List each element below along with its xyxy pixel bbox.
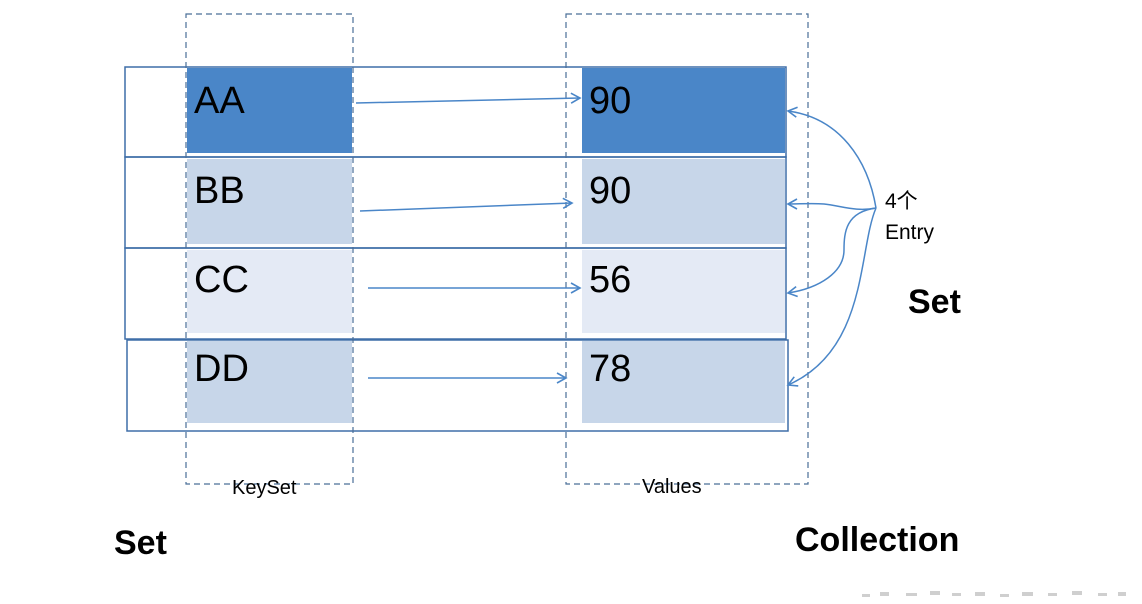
arrow-key1-to-value1 <box>355 92 582 104</box>
value-text-1: 90 <box>589 80 631 122</box>
watermark <box>862 591 1126 597</box>
entry-arrow-3 <box>786 207 877 298</box>
cells-group <box>187 68 785 423</box>
value-cell-3 <box>582 250 785 333</box>
value-text-4: 78 <box>589 348 631 390</box>
value-text-2: 90 <box>589 170 631 212</box>
key-text-2: BB <box>194 170 245 212</box>
keyset-type-label: Set <box>114 524 167 562</box>
key-cell-3 <box>187 250 352 333</box>
values-box <box>565 13 809 485</box>
entry-arrow-1 <box>786 106 877 209</box>
arrow-key2-to-value2 <box>359 197 574 212</box>
mapping-arrows <box>355 92 582 384</box>
key-cell-4 <box>187 341 352 423</box>
entry-set-type-label: Set <box>908 283 961 321</box>
keyset-label: KeySet <box>232 477 297 499</box>
cell-texts: AA 90 BB 90 CC 56 DD 78 <box>194 80 631 390</box>
value-cell-1 <box>582 68 785 153</box>
entry-arrow-2 <box>786 198 877 211</box>
value-text-3: 56 <box>589 259 631 301</box>
entry-arrows <box>786 106 877 387</box>
values-label: Values <box>642 476 702 498</box>
entry-word-label: Entry <box>885 221 935 244</box>
key-text-3: CC <box>194 259 249 301</box>
keyset-box <box>185 13 354 485</box>
value-cell-2 <box>582 159 785 244</box>
key-cell-1 <box>187 68 352 153</box>
entry-row-3 <box>124 247 787 340</box>
entry-count-label: 4个 <box>885 190 918 213</box>
values-type-label: Collection <box>795 521 959 559</box>
dashed-groups <box>185 13 809 485</box>
key-cell-2 <box>187 159 352 244</box>
key-text-1: AA <box>194 80 245 122</box>
value-cell-4 <box>582 341 785 423</box>
entry-arrow-4 <box>786 207 877 387</box>
key-text-4: DD <box>194 348 249 390</box>
